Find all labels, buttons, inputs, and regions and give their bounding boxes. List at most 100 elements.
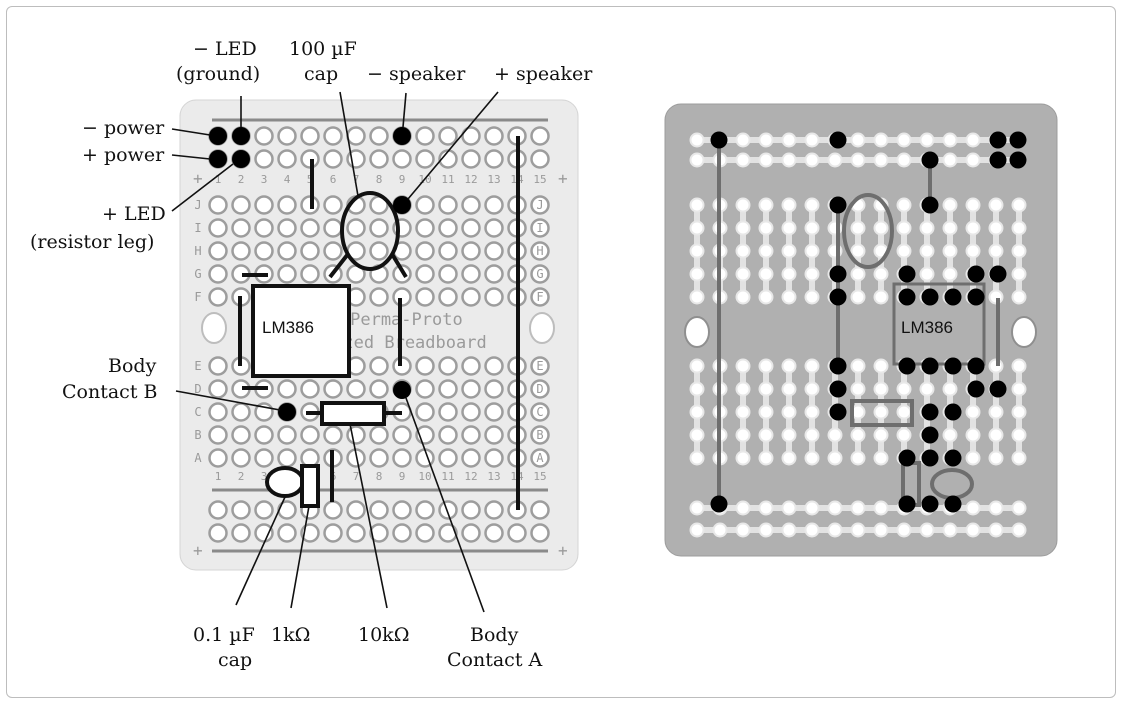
column-number: 13 [487,470,500,483]
pcb-hole [988,427,1004,443]
marker-dot [829,288,847,306]
marker-dot [944,288,962,306]
pcb-hole [208,287,228,307]
pcb-hole [530,218,550,238]
pcb-hole [850,243,866,259]
pcb-hole [346,500,366,520]
pcb-hole [461,379,481,399]
dot-led-ground [232,127,250,145]
pcb-hole [781,450,797,466]
pcb-hole [323,195,343,215]
marker-dot [921,357,939,375]
pcb-hole [689,152,705,168]
pcb-hole [827,500,843,516]
pcb-hole [323,218,343,238]
pcb-hole [530,379,550,399]
pcb-hole [415,149,435,169]
marker-dot [898,357,916,375]
pcb-hole [1011,500,1027,516]
pcb-hole [689,404,705,420]
pcb-hole [369,425,389,445]
pcb-hole [461,523,481,543]
pcb-hole [781,500,797,516]
pcb-hole [484,379,504,399]
pcb-hole [689,132,705,148]
pcb-hole [804,266,820,282]
pcb-hole [484,402,504,422]
column-number: 15 [533,470,546,483]
pcb-hole [346,126,366,146]
marker-dot [829,196,847,214]
pcb-hole [484,218,504,238]
pcb-hole [988,197,1004,213]
pcb-hole [896,132,912,148]
pcb-hole [781,289,797,305]
pcb-hole [438,500,458,520]
callout-labels: − LED (ground) 100 µF cap − speaker + sp… [30,38,593,671]
pcb-hole [300,425,320,445]
marker-dot [829,357,847,375]
pcb-hole [277,264,297,284]
pcb-hole [850,381,866,397]
pcb-hole [507,523,527,543]
pcb-hole [530,523,550,543]
label-body-a-l1: Body [470,624,519,646]
pcb-hole [369,523,389,543]
pcb-hole [484,241,504,261]
left-breadboard: + + + + 11223344556677889910101111121213… [179,99,579,571]
pcb-hole [804,197,820,213]
label-led-plus-l1: + LED [102,203,166,225]
pcb-hole [461,402,481,422]
pcb-hole [896,220,912,236]
marker-dot [967,265,985,283]
pcb-hole [231,425,251,445]
row-letter: A [194,451,202,465]
pcb-hole [850,450,866,466]
pcb-hole [804,427,820,443]
pcb-hole [300,264,320,284]
marker-dot [989,131,1007,149]
pcb-hole [277,379,297,399]
pcb-hole [369,448,389,468]
pcb-hole [919,243,935,259]
label-led-ground-l1: − LED [193,38,257,60]
pcb-hole [438,195,458,215]
pcb-hole [438,448,458,468]
pcb-hole [781,404,797,420]
mount-hole [684,316,710,348]
pcb-hole [758,220,774,236]
pcb-hole [988,243,1004,259]
plus-mark: + [558,169,568,188]
pcb-hole [1011,197,1027,213]
pcb-hole [873,450,889,466]
right-components: LM386 [710,131,1027,513]
pcb-hole [850,289,866,305]
pcb-hole [1011,427,1027,443]
resistor-1k [300,464,320,508]
pcb-hole [942,243,958,259]
pcb-hole [965,197,981,213]
pcb-hole [530,126,550,146]
pcb-hole [873,404,889,420]
column-number: 11 [441,470,454,483]
pcb-hole [735,197,751,213]
leader-lines [171,91,499,613]
label-speaker-plus: + speaker [494,63,593,85]
pcb-hole [942,132,958,148]
column-number: 4 [284,173,291,186]
row-letter: G [194,267,201,281]
pcb-hole [965,427,981,443]
pcb-hole [530,264,550,284]
pcb-hole [323,149,343,169]
pcb-hole [346,425,366,445]
pcb-hole [781,266,797,282]
pcb-hole [323,500,343,520]
pcb-hole [804,500,820,516]
dot-power-minus [209,127,227,145]
marker-dot [921,196,939,214]
pcb-hole [758,522,774,538]
mount-hole [201,312,227,344]
pcb-hole [689,450,705,466]
pcb-hole [896,152,912,168]
